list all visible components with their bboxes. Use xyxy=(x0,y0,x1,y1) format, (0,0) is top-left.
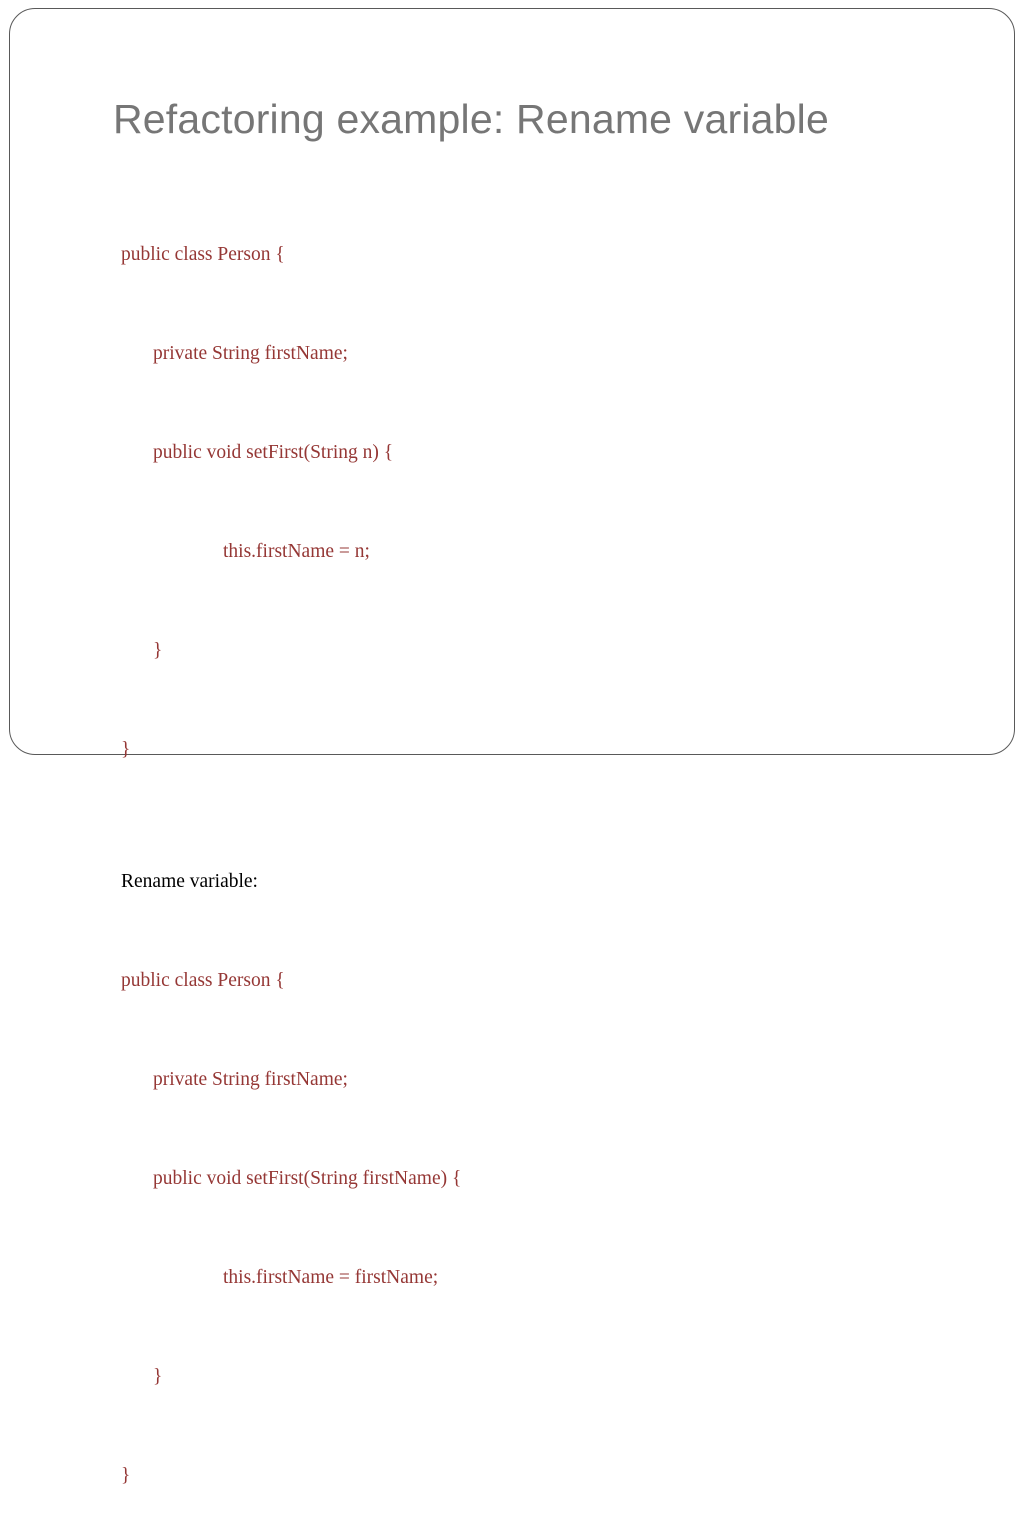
code-line: public void setFirst(String n) { xyxy=(153,442,394,463)
code-line: } xyxy=(121,739,131,760)
code-line: } xyxy=(121,1465,131,1486)
code-line: public void setFirst(String firstName) { xyxy=(153,1168,462,1189)
page-title: Refactoring example: Rename variable xyxy=(113,96,829,142)
code-line: public class Person { xyxy=(121,244,285,265)
code-line: } xyxy=(153,640,163,661)
block-spacer xyxy=(121,832,941,865)
code-line: this.firstName = n; xyxy=(223,541,370,562)
slide-frame: Refactoring example: Rename variable pub… xyxy=(9,8,1015,1486)
code-line: public class Person { xyxy=(121,970,285,991)
code-line: private String firstName; xyxy=(153,343,348,364)
code-line: this.firstName = firstName; xyxy=(223,1267,439,1288)
code-line: private String firstName; xyxy=(153,1069,348,1090)
slide-content-body: public class Person { private String fir… xyxy=(121,172,941,1536)
code-block-after: public class Person { private String fir… xyxy=(121,898,941,1536)
code-block-before: public class Person { private String fir… xyxy=(121,172,941,832)
code-line: } xyxy=(153,1366,163,1387)
rename-variable-label: Rename variable: xyxy=(121,871,258,892)
